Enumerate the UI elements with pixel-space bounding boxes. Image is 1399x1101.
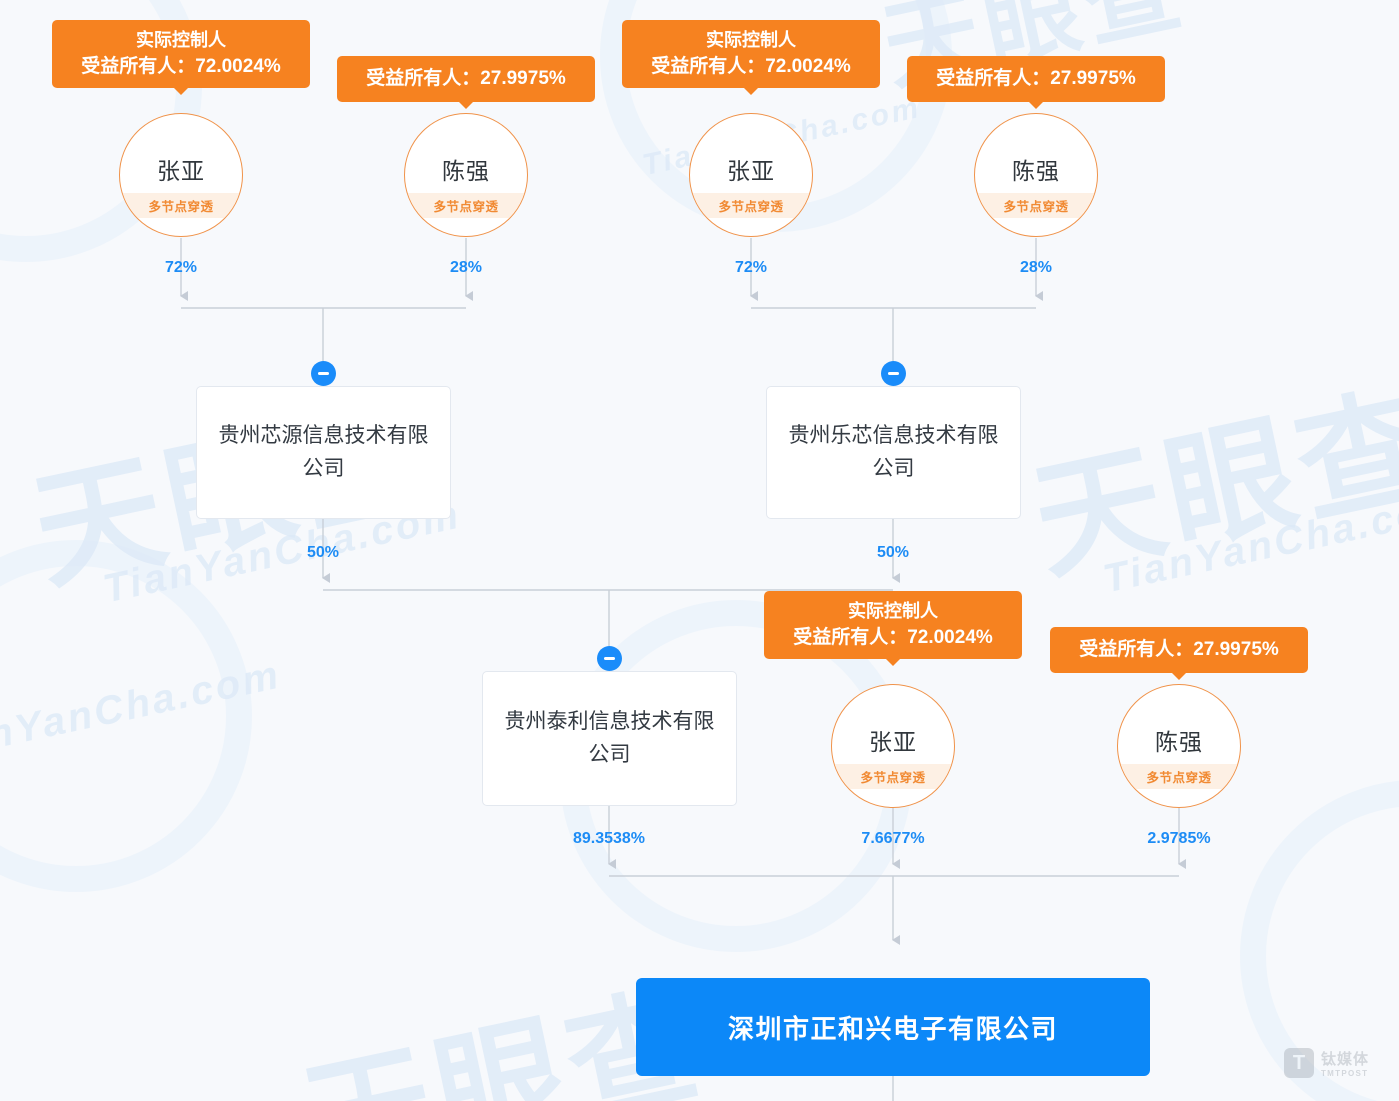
tag-beneficial-owner-label: 受益所有人：27.9975% bbox=[1079, 639, 1279, 660]
tag-actual-controller[interactable]: 实际控制人 受益所有人：72.0024% bbox=[622, 20, 880, 88]
tmtpost-name-en: TMTPOST bbox=[1321, 1069, 1369, 1078]
tmtpost-watermark: T 钛媒体 TMTPOST bbox=[1284, 1048, 1369, 1078]
toggle-collapse-taili[interactable] bbox=[597, 646, 622, 671]
tag-actual-controller[interactable]: 实际控制人 受益所有人：72.0024% bbox=[52, 20, 310, 88]
multi-node-penetration-badge: 多节点穿透 bbox=[1118, 764, 1240, 789]
tag-beneficial-owner-label: 受益所有人：72.0024% bbox=[651, 56, 851, 78]
toggle-collapse-xinyuan[interactable] bbox=[311, 361, 336, 386]
tag-beneficial-owner-label: 受益所有人：72.0024% bbox=[81, 56, 281, 78]
edge-percent-label: 72% bbox=[164, 259, 198, 276]
edge-percent-label: 7.6677% bbox=[861, 830, 925, 847]
person-node-zhangya[interactable]: 张亚 多节点穿透 bbox=[119, 113, 243, 237]
person-name: 陈强 bbox=[1012, 158, 1060, 184]
tag-beneficial-owner[interactable]: 受益所有人：27.9975% bbox=[337, 56, 595, 102]
tmtpost-name-cn: 钛媒体 bbox=[1321, 1051, 1370, 1068]
tag-role-label: 实际控制人 bbox=[136, 30, 226, 50]
person-node-zhangya[interactable]: 张亚 多节点穿透 bbox=[831, 684, 955, 808]
edge-percent-label: 89.3538% bbox=[572, 830, 646, 847]
company-card-focus-zhenghexing[interactable]: 深圳市正和兴电子有限公司 bbox=[636, 978, 1150, 1076]
multi-node-penetration-badge: 多节点穿透 bbox=[690, 193, 812, 218]
person-node-chenqiang[interactable]: 陈强 多节点穿透 bbox=[1117, 684, 1241, 808]
person-name: 陈强 bbox=[1155, 729, 1203, 755]
tag-beneficial-owner[interactable]: 受益所有人：27.9975% bbox=[1050, 627, 1308, 673]
person-name: 陈强 bbox=[442, 158, 490, 184]
edge-percent-label: 28% bbox=[449, 259, 483, 276]
minus-icon bbox=[888, 372, 899, 375]
edge-percent-label: 28% bbox=[1019, 259, 1053, 276]
edge-percent-label: 50% bbox=[876, 544, 910, 561]
person-name: 张亚 bbox=[869, 729, 917, 755]
edge-percent-label: 50% bbox=[306, 544, 340, 561]
person-node-chenqiang[interactable]: 陈强 多节点穿透 bbox=[404, 113, 528, 237]
tag-actual-controller[interactable]: 实际控制人 受益所有人：72.0024% bbox=[764, 591, 1022, 659]
tag-role-label: 实际控制人 bbox=[706, 30, 796, 50]
tag-beneficial-owner-label: 受益所有人：27.9975% bbox=[366, 68, 566, 89]
person-node-chenqiang[interactable]: 陈强 多节点穿透 bbox=[974, 113, 1098, 237]
company-card-lexin[interactable]: 贵州乐芯信息技术有限公司 bbox=[766, 386, 1021, 519]
company-name: 贵州泰利信息技术有限公司 bbox=[504, 709, 715, 766]
person-node-zhangya[interactable]: 张亚 多节点穿透 bbox=[689, 113, 813, 237]
minus-icon bbox=[604, 657, 615, 660]
tag-beneficial-owner[interactable]: 受益所有人：27.9975% bbox=[907, 56, 1165, 102]
multi-node-penetration-badge: 多节点穿透 bbox=[832, 764, 954, 789]
tag-beneficial-owner-label: 受益所有人：72.0024% bbox=[793, 627, 993, 649]
minus-icon bbox=[318, 372, 329, 375]
tag-role-label: 实际控制人 bbox=[848, 601, 938, 621]
company-name: 贵州芯源信息技术有限公司 bbox=[218, 423, 429, 480]
tmtpost-logo-icon: T bbox=[1284, 1048, 1314, 1078]
company-name: 深圳市正和兴电子有限公司 bbox=[727, 1013, 1058, 1044]
edge-percent-label: 72% bbox=[734, 259, 768, 276]
tag-beneficial-owner-label: 受益所有人：27.9975% bbox=[936, 68, 1136, 89]
person-name: 张亚 bbox=[157, 158, 205, 184]
multi-node-penetration-badge: 多节点穿透 bbox=[975, 193, 1097, 218]
company-name: 贵州乐芯信息技术有限公司 bbox=[788, 423, 999, 480]
person-name: 张亚 bbox=[727, 158, 775, 184]
multi-node-penetration-badge: 多节点穿透 bbox=[405, 193, 527, 218]
multi-node-penetration-badge: 多节点穿透 bbox=[120, 193, 242, 218]
company-card-taili[interactable]: 贵州泰利信息技术有限公司 bbox=[482, 671, 737, 806]
company-card-xinyuan[interactable]: 贵州芯源信息技术有限公司 bbox=[196, 386, 451, 519]
edge-percent-label: 2.9785% bbox=[1147, 830, 1211, 847]
toggle-collapse-lexin[interactable] bbox=[881, 361, 906, 386]
